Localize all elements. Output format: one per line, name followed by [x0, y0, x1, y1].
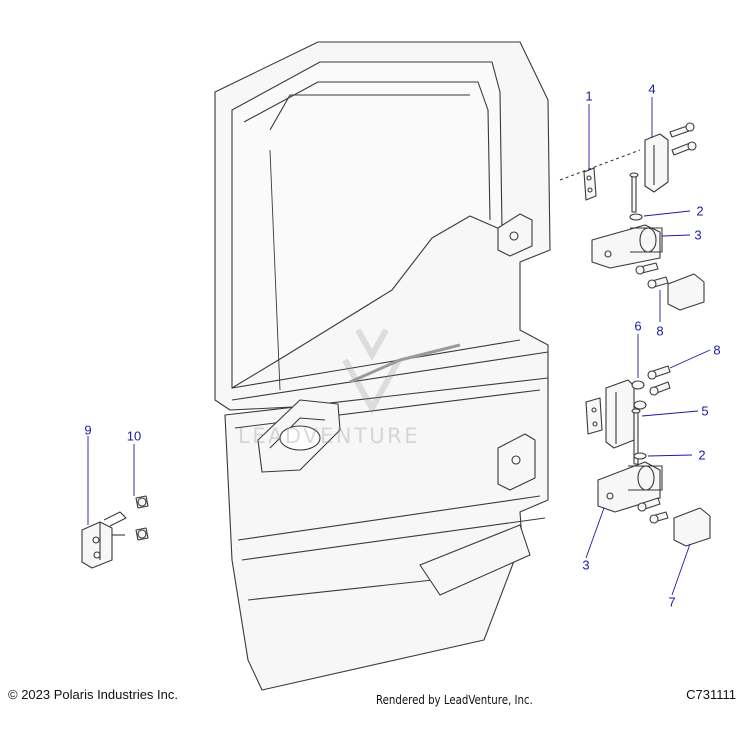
- watermark-logo-icon: [342, 328, 402, 415]
- callout-3-lower: 3: [582, 557, 590, 573]
- upper-hinge-assembly: [559, 122, 705, 311]
- rendered-by-text: Rendered by LeadVenture, Inc.: [376, 693, 533, 707]
- callout-6: 6: [634, 318, 642, 334]
- callout-10: 10: [126, 428, 142, 444]
- door-panel: [214, 41, 551, 691]
- striker-assembly: [81, 495, 149, 569]
- watermark-text: LEADVENTURE: [238, 424, 421, 448]
- callout-1: 1: [585, 88, 593, 104]
- callout-2-lower: 2: [698, 447, 706, 463]
- callout-8-lower: 8: [713, 342, 721, 358]
- callout-7: 7: [668, 594, 676, 610]
- leader-lines: [87, 97, 711, 596]
- callout-5: 5: [701, 403, 709, 419]
- diagram-code: C731111: [686, 687, 736, 702]
- callout-9: 9: [84, 422, 92, 438]
- callout-2-upper: 2: [696, 203, 704, 219]
- callout-8-upper: 8: [656, 323, 664, 339]
- copyright-text: © 2023 Polaris Industries Inc.: [8, 687, 178, 702]
- callout-4: 4: [648, 81, 656, 97]
- callout-3-upper: 3: [694, 227, 702, 243]
- lower-hinge-assembly: [585, 365, 711, 547]
